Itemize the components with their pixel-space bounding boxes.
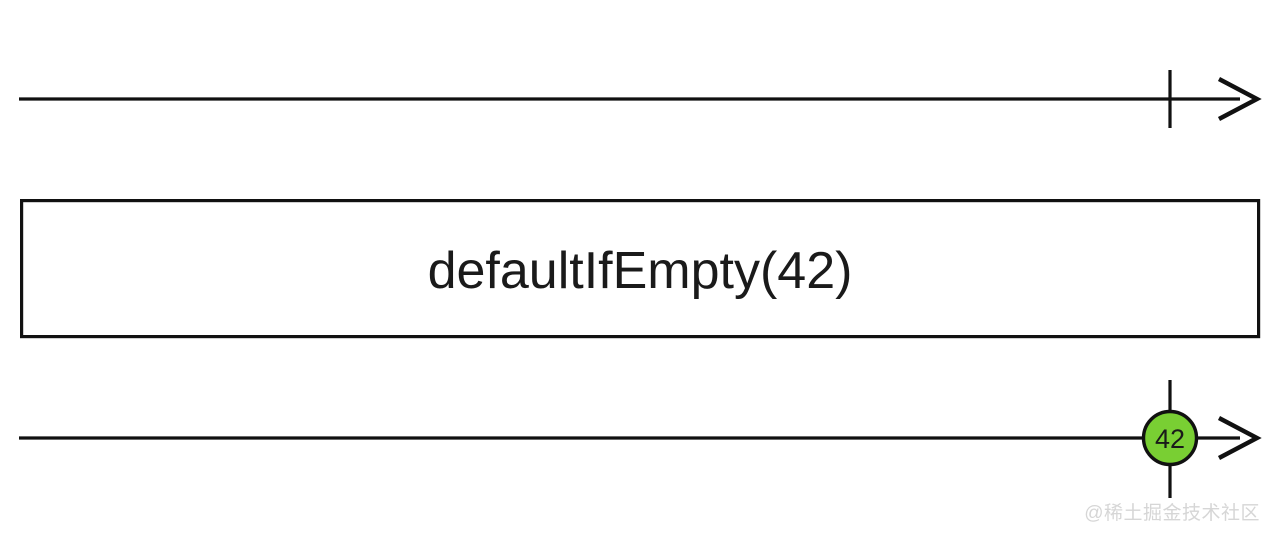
output-timeline: 42	[19, 380, 1262, 498]
watermark: @稀土掘金技术社区	[1084, 503, 1260, 524]
source-timeline	[19, 70, 1262, 128]
output-marble-42: 42	[1141, 409, 1199, 467]
output-timeline-arrowhead-icon	[1217, 416, 1262, 460]
operator-box-group: defaultIfEmpty(42)	[20, 199, 1261, 339]
operator-box	[20, 199, 1261, 339]
operator-label: defaultIfEmpty(42)	[428, 242, 853, 300]
marble-circle-icon	[1141, 409, 1199, 467]
marble-value-label: 42	[1155, 424, 1185, 454]
source-timeline-arrowhead-icon	[1217, 77, 1262, 121]
